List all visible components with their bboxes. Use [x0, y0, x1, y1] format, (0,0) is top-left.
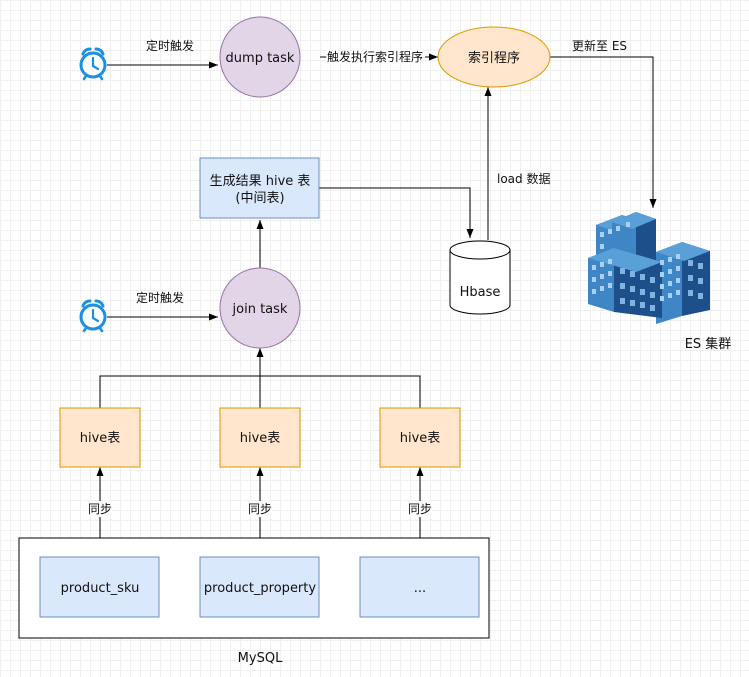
alarm-clock-icon	[79, 47, 107, 81]
product-sku-node[interactable]: product_sku	[39, 556, 160, 618]
edge-label-sync-1: 同步	[88, 502, 112, 516]
hive-table-node-2[interactable]: hive表	[219, 407, 301, 468]
hive-table-label-1: hive表	[80, 431, 121, 446]
hbase-node[interactable]: Hbase	[449, 240, 511, 315]
edge-label-sync-2: 同步	[248, 502, 272, 516]
edge-index-to-es	[550, 56, 657, 208]
ellipsis-source-node[interactable]: ...	[359, 556, 480, 618]
building-cluster-icon[interactable]	[588, 212, 710, 324]
edge-label-timer-trigger-dump: 定时触发	[146, 38, 194, 53]
mysql-group-label: MySQL	[238, 651, 283, 666]
ellipsis-source-label: ...	[414, 581, 426, 596]
hive-table-label-3: hive表	[400, 431, 441, 446]
hive-result-label-line1: 生成结果 hive 表	[210, 174, 311, 189]
product-sku-label: product_sku	[61, 581, 140, 596]
edge-hive-result-to-hbase	[319, 187, 474, 238]
dump-task-label: dump task	[226, 51, 295, 66]
index-program-node[interactable]: 索引程序	[437, 26, 551, 88]
product-property-label: product_property	[204, 581, 316, 596]
edge-label-update-es: 更新至 ES	[572, 38, 627, 53]
edge-label-load-data: load 数据	[497, 171, 550, 186]
hive-table-node-1[interactable]: hive表	[59, 407, 141, 468]
edge-label-trigger-index: 触发执行索引程序	[327, 49, 423, 64]
edge-hive-tables-to-join	[99, 348, 421, 408]
edge-label-sync-3: 同步	[408, 502, 432, 516]
index-program-label: 索引程序	[468, 51, 520, 66]
hive-table-node-3[interactable]: hive表	[379, 407, 461, 468]
alarm-clock-icon	[79, 299, 107, 333]
product-property-node[interactable]: product_property	[199, 556, 320, 618]
hbase-label: Hbase	[460, 285, 501, 300]
edge-label-timer-trigger-join: 定时触发	[136, 290, 184, 305]
hive-table-label-2: hive表	[240, 431, 281, 446]
join-task-label: join task	[232, 302, 288, 317]
hive-result-node[interactable]: 生成结果 hive 表 (中间表)	[199, 157, 320, 219]
join-task-node[interactable]: join task	[219, 267, 301, 349]
hive-result-label-line2: (中间表)	[235, 191, 284, 206]
dump-task-node[interactable]: dump task	[219, 16, 301, 98]
es-cluster-label: ES 集群	[685, 336, 732, 352]
